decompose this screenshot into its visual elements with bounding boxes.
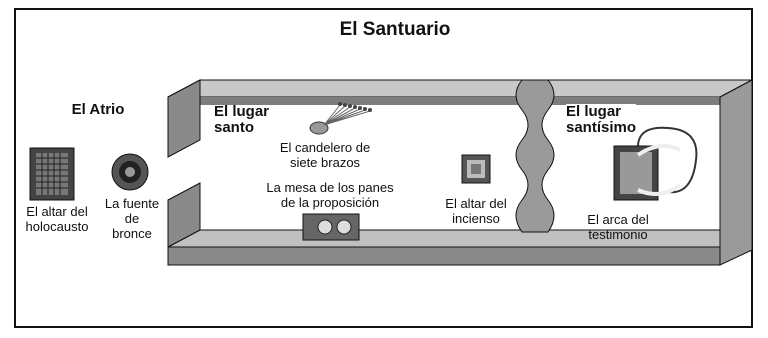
veil: [515, 79, 555, 233]
front-wall-bottom-top: [167, 229, 753, 248]
candelero-icon: [309, 102, 372, 135]
label-candelero: El candelero de siete brazos: [279, 140, 371, 170]
tent-structure: [167, 79, 753, 266]
label-mesa-panes: La mesa de los panes de la proposición: [266, 180, 394, 210]
label-atrio: El Atrio: [71, 101, 125, 118]
floor: [168, 105, 720, 247]
label-lugar-santisimo: El lugar santísimo: [566, 103, 637, 136]
label-altar-incienso: El altar del incienso: [445, 196, 507, 226]
label-arca: El arca del testimonio: [587, 212, 649, 242]
diagram-title: El Santuario: [339, 19, 451, 40]
altar-incienso-icon: [461, 154, 491, 184]
fuente-bronce-icon: [111, 153, 149, 191]
label-lugar-santo: El lugar santo: [214, 103, 270, 136]
front-wall-bottom: [167, 246, 721, 266]
arca-icon: [613, 126, 698, 201]
label-fuente-bronce: La fuente de bronce: [104, 196, 160, 241]
back-wall-top: [167, 79, 753, 98]
back-wall: [168, 97, 720, 105]
altar-holocausto-icon: [29, 147, 75, 201]
label-altar-holocausto: El altar del holocausto: [25, 204, 89, 234]
entrance-wall-top: [167, 79, 201, 158]
mesa-panes-icon: [302, 213, 360, 241]
right-end-wall: [719, 79, 753, 266]
entrance-wall-bottom: [167, 182, 201, 248]
